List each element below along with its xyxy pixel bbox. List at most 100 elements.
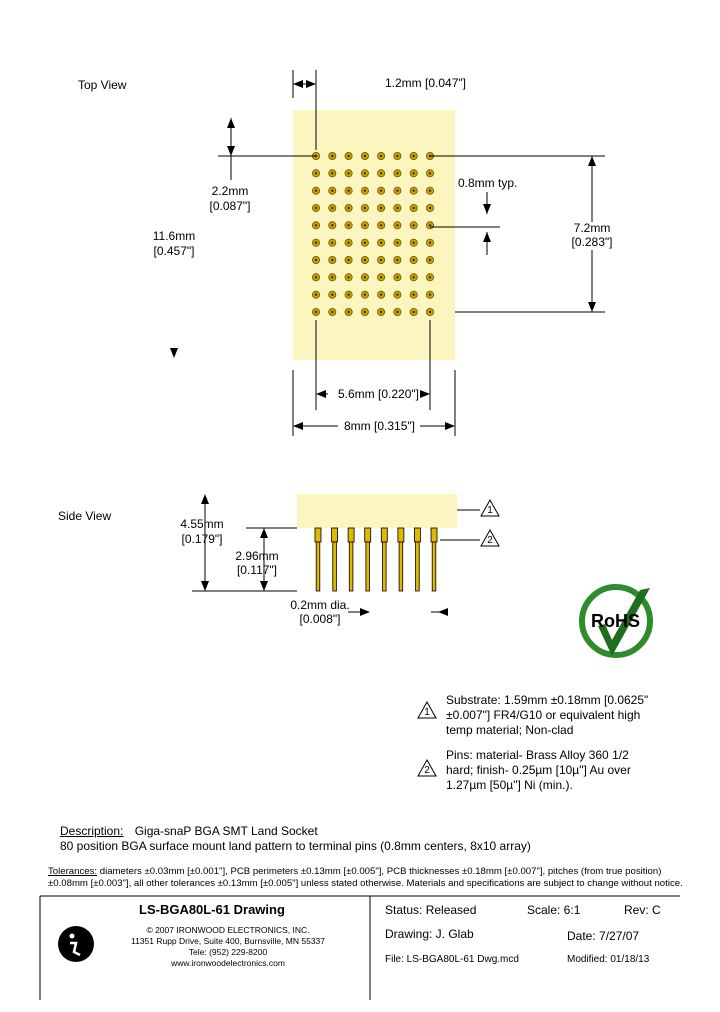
pin-shaft [315, 541, 321, 592]
land-pad-center [379, 224, 383, 227]
top-dimension-arrows [170, 80, 596, 430]
substrate-side [297, 494, 457, 528]
note-2-line: Pins: material- Brass Alloy 360 1/2 [446, 748, 629, 762]
land-pad-center [363, 276, 367, 279]
tolerances-label: Tolerances: [48, 866, 98, 877]
land-pad-center [428, 258, 432, 262]
land-pad-center [314, 276, 318, 279]
land-pad-center [363, 224, 367, 227]
land-pad-center [412, 241, 415, 244]
land-pad-center [331, 258, 334, 262]
land-pad-center [412, 224, 415, 227]
dim-total-height-in: [0.457"] [153, 244, 195, 258]
land-pad-center [428, 276, 432, 279]
description-row: Description: Giga-snaP BGA SMT Land Sock… [60, 824, 318, 838]
rohs-logo [579, 584, 653, 658]
pin-shaft [415, 541, 420, 592]
note-1-number: 1 [424, 707, 430, 718]
land-pad-center [314, 258, 318, 262]
land-pad-center [347, 206, 350, 210]
land-pad-center [363, 293, 367, 296]
land-pad-center [331, 206, 334, 210]
callout-1-number: 1 [487, 505, 493, 516]
land-pad-center [363, 241, 367, 244]
note-1-line: Substrate: 1.59mm ±0.18mm [0.0625" [446, 693, 649, 707]
tolerances-line-1: diameters ±0.03mm [±0.001"], PCB perimet… [97, 866, 662, 877]
drawing-by: Drawing: J. Glab [385, 927, 474, 941]
title-block-frame [39, 895, 680, 1000]
dim-pattern-height-in: [0.283"] [571, 235, 613, 249]
note-2-line: hard; finish- 0.25µm [10µ"] Au over [446, 763, 631, 777]
company-address: 11351 Rupp Drive, Suite 400, Burnsville,… [130, 936, 326, 946]
land-pad-center [412, 172, 415, 175]
pin-head [397, 527, 405, 543]
land-pad-center [331, 172, 334, 175]
pin-shaft [382, 541, 387, 592]
side-view-title: Side View [58, 509, 112, 523]
dim-pad-width: 1.2mm [0.047"] [385, 76, 466, 90]
land-pad-center [396, 224, 399, 227]
dim-offset-in: [0.087"] [209, 199, 251, 213]
dim-total-height-mm: 11.6mm [152, 229, 196, 243]
dim-pin-dia-mm: 0.2mm dia. [290, 598, 350, 612]
land-pad-center [396, 172, 399, 175]
description-label: Description: [60, 824, 124, 838]
land-pad-center [396, 189, 399, 192]
dim-pin-dia-in: [0.008"] [299, 612, 341, 626]
land-pad-center [428, 206, 432, 210]
revision: Rev: C [624, 903, 661, 917]
pin-head [380, 527, 388, 543]
note-triangle-1 [417, 700, 437, 719]
dim-pattern-width: 5.6mm [0.220"] [338, 387, 419, 401]
tolerances-row: Tolerances: diameters ±0.03mm [±0.001"],… [48, 866, 661, 878]
land-pad-center [331, 241, 334, 244]
land-pad-center [363, 189, 367, 192]
file-name: File: LS-BGA80L-61 Dwg.mcd [385, 954, 519, 965]
description-line-2: 80 position BGA surface mount land patte… [60, 839, 531, 853]
land-pad-center [396, 154, 399, 158]
land-pad-center [396, 310, 399, 314]
land-pad-center [363, 258, 367, 262]
pin-shaft [431, 541, 437, 592]
dim-side-total-in: [0.179"] [181, 532, 223, 546]
land-pad-center [314, 189, 318, 192]
land-pad-center [314, 172, 318, 175]
note-2-line: 1.27µm [50µ"] Ni (min.). [446, 778, 573, 792]
pin-head [314, 527, 322, 543]
land-pad-center [412, 189, 415, 192]
status: Status: Released [385, 903, 477, 917]
land-pad-center [331, 310, 334, 314]
land-pad-center [379, 276, 383, 279]
dim-pitch: 0.8mm typ. [458, 176, 518, 190]
land-pad-center [314, 241, 318, 244]
land-pad-center [347, 172, 350, 175]
top-view-title: Top View [78, 78, 127, 92]
land-pad-center [331, 224, 334, 227]
callout-2-number: 2 [487, 535, 493, 546]
dim-offset-mm: 2.2mm [211, 184, 249, 198]
dim-side-pin-in: [0.117"] [236, 563, 278, 577]
pin-shaft [365, 541, 370, 592]
land-pad-center [428, 189, 432, 192]
land-pad-center [379, 189, 383, 192]
callout-triangle-1 [457, 498, 500, 517]
company-name: © 2007 IRONWOOD ELECTRONICS, INC. [146, 925, 310, 935]
land-pad-center [412, 310, 415, 314]
land-pad-center [347, 258, 350, 262]
pin-head [364, 527, 372, 543]
land-pad-center [396, 206, 399, 210]
land-pad-center [396, 241, 399, 244]
substrate-top [293, 110, 455, 360]
note-2: Pins: material- Brass Alloy 360 1/2 hard… [446, 748, 631, 793]
dim-side-pin-mm: 2.96mm [235, 549, 279, 563]
land-pad-center [314, 206, 318, 210]
land-pad-center [396, 293, 399, 296]
land-pad-center [412, 154, 415, 158]
side-pins [314, 527, 438, 592]
pin-head [347, 527, 355, 543]
land-pad-center [428, 293, 432, 296]
modified-date: Modified: 01/18/13 [567, 954, 650, 965]
land-pad-center [363, 310, 367, 314]
